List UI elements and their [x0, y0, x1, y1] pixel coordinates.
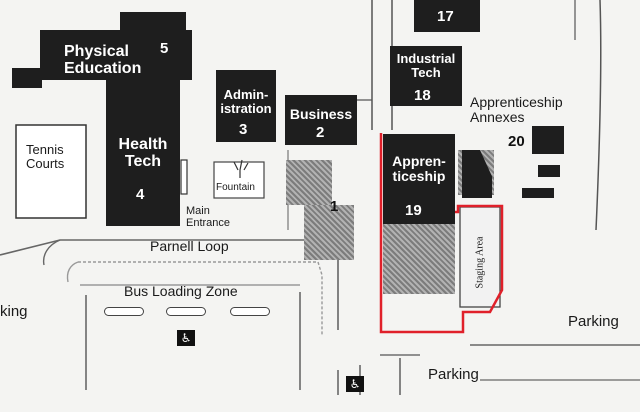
- building-administration: [216, 70, 276, 142]
- administration-label: Admin-istration: [220, 87, 272, 116]
- building-1-number: 1: [330, 198, 339, 215]
- fountain-label: Fountain: [216, 182, 255, 193]
- bus-loading-zone-label: Bus Loading Zone: [124, 283, 238, 299]
- building-1-north: [286, 160, 332, 205]
- parnell-loop-label: Parnell Loop: [150, 238, 229, 254]
- business-number: 2: [316, 124, 325, 141]
- building-industrial-tech: [390, 46, 462, 106]
- staging-area-label: Staging Area: [474, 236, 486, 289]
- building-annex-b: [532, 126, 564, 154]
- building-physical-education-wing: [12, 68, 42, 88]
- physical-education-number: 5: [160, 40, 169, 57]
- building-annex-d: [522, 188, 554, 198]
- building-17-number: 17: [437, 8, 454, 25]
- wheelchair-icon: ♿: [177, 330, 195, 346]
- parking-bottom-label: Parking: [428, 366, 479, 383]
- building-business: [285, 95, 357, 145]
- building-17: [414, 0, 480, 32]
- business-label: Business: [289, 106, 353, 122]
- apprenticeship-annexes-number: 20: [508, 133, 525, 150]
- health-tech-number: 4: [136, 186, 145, 203]
- building-physical-education-annex: [120, 12, 186, 32]
- parking-right-label: Parking: [568, 313, 619, 330]
- parking-left-label: king: [0, 303, 28, 320]
- bus-bay-2: [166, 307, 206, 316]
- bus-bay-3: [230, 307, 270, 316]
- building-apprenticeship: [383, 134, 455, 224]
- administration-number: 3: [239, 121, 248, 138]
- building-1-south: [304, 205, 354, 260]
- apprenticeship-south-wing: [383, 222, 455, 294]
- apprenticeship-number: 19: [405, 202, 422, 219]
- building-health-tech: [106, 78, 180, 226]
- industrial-tech-number: 18: [414, 87, 431, 104]
- building-physical-education: [40, 30, 192, 80]
- building-annex-c: [538, 165, 560, 177]
- wheelchair-icon: ♿: [346, 376, 364, 392]
- bus-bay-1: [104, 307, 144, 316]
- apprenticeship-label: Appren-ticeship: [392, 153, 446, 184]
